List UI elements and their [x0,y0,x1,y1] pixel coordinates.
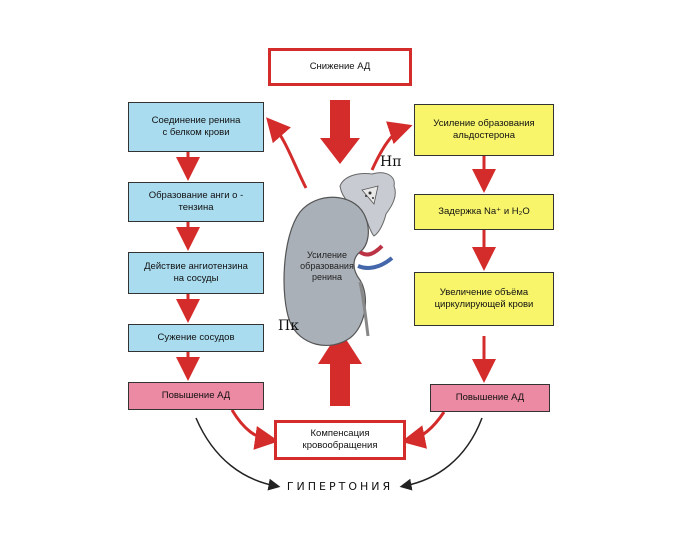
left-to-hypertension-arrow [195,417,281,491]
right-to-compensation-arrow [401,411,446,449]
kidney-drawing [283,196,394,346]
adrenal-to-aldosterone-arrow [370,121,413,171]
kidney-letter: Пк [278,318,299,334]
top-box-pressure-drop: Снижение АД [268,48,412,86]
adrenal-gland-drawing [339,172,396,237]
left-box-vasoconstriction: Сужение сосудов [128,324,264,352]
right-to-hypertension-arrow [399,417,483,491]
kidney-renin-label: Усиление образования ренина [300,250,354,282]
big-down-arrow [320,100,360,164]
right-box-pressure-rise: Повышение АД [430,384,550,412]
right-box-blood-volume: Увеличение объёма циркулирующей крови [414,272,554,326]
left-box-renin-binding: Соединение ренина с белком крови [128,102,264,152]
center-box-compensation: Компенсация кровообращения [274,420,406,460]
hypertension-label: ГИПЕРТОНИЯ [286,480,394,493]
adrenal-letter: Нп [380,154,402,170]
kidney-to-renin-arrow [266,117,308,189]
left-box-angiotensin-formation: Образование анги о - тензина [128,182,264,222]
right-box-aldosterone: Усиление образования альдостерона [414,104,554,156]
big-up-arrow [318,330,362,406]
left-box-pressure-rise: Повышение АД [128,382,264,410]
right-box-na-water-retention: Задержка Na⁺ и H₂O [414,194,554,230]
left-box-angiotensin-action: Действие ангиотензина на сосуды [128,252,264,294]
left-to-compensation-arrow [230,409,279,450]
